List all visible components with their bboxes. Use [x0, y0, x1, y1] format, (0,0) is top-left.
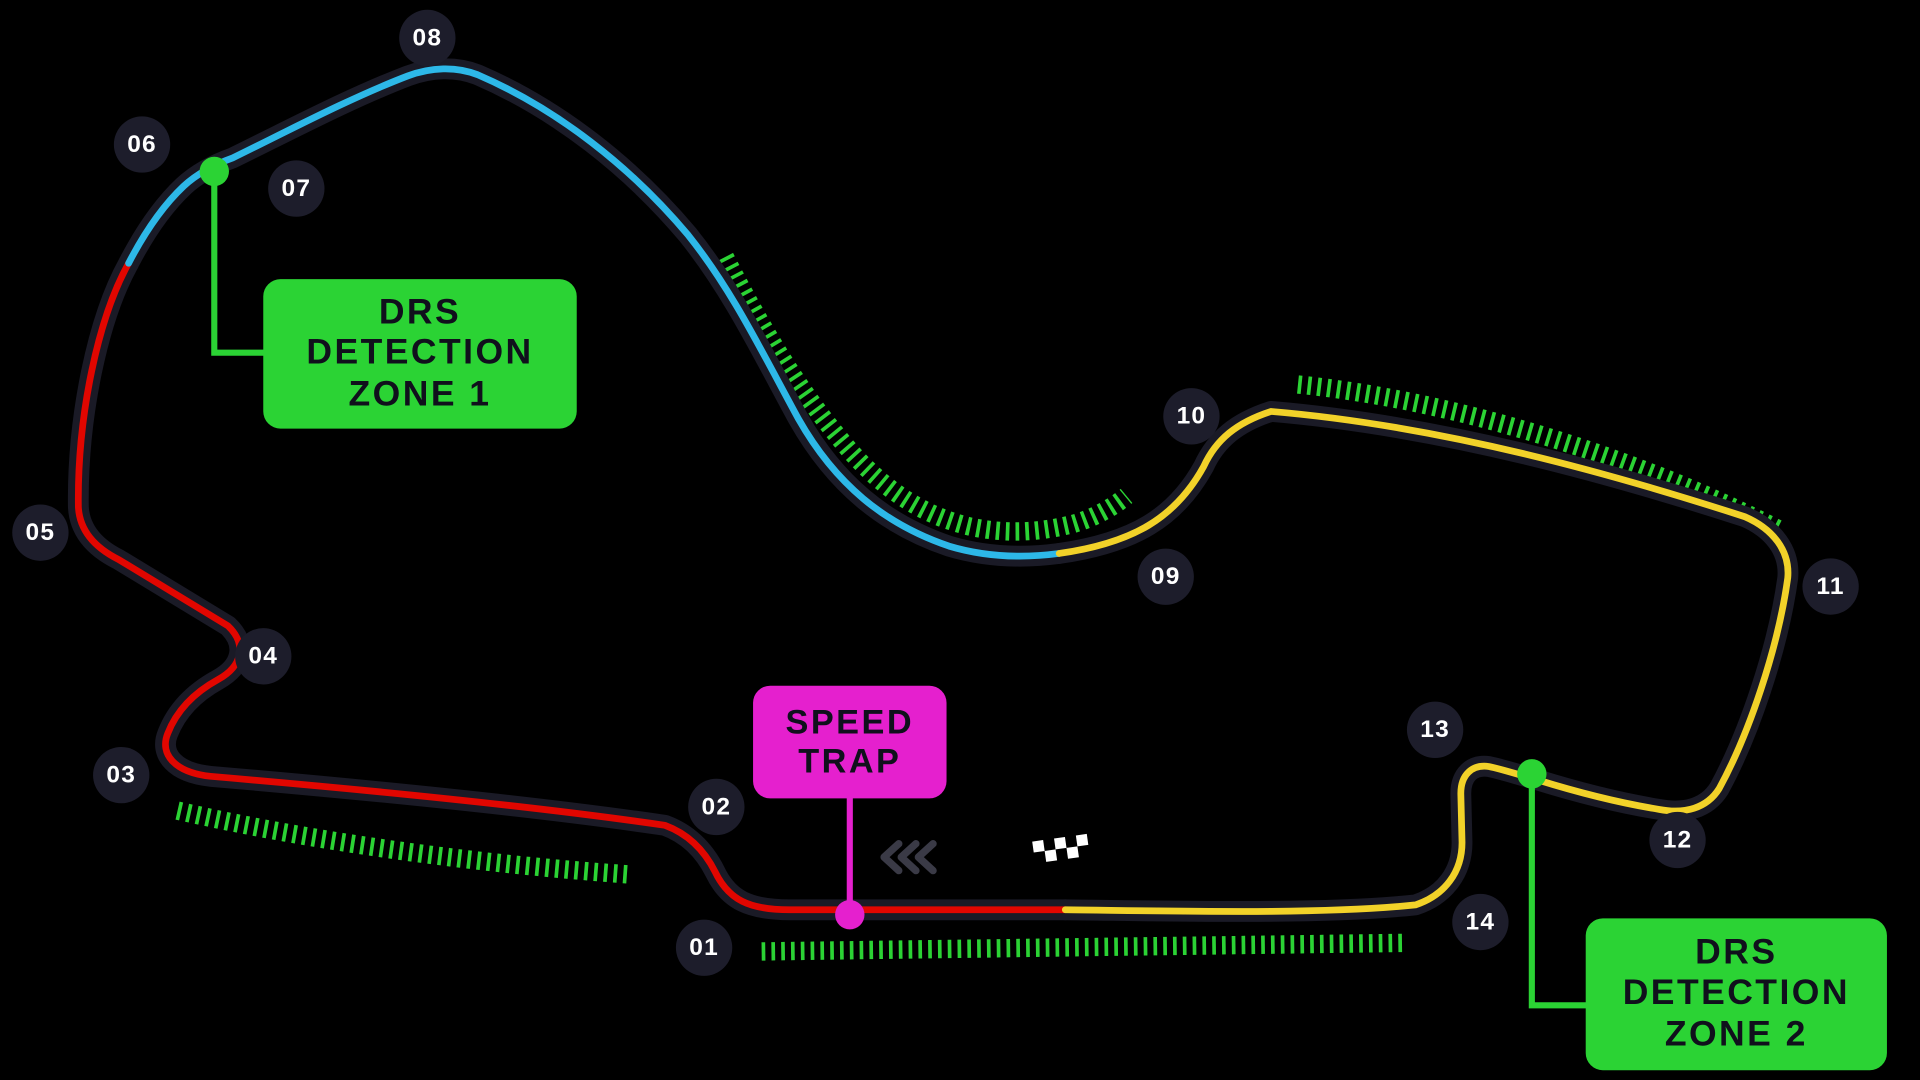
sector-1-line	[74, 259, 1069, 914]
drs-detection-dot-1	[199, 156, 229, 187]
chevron-left-icon	[914, 840, 937, 875]
checkered-flag-icon	[1032, 833, 1089, 862]
corner-marker-06: 06	[113, 116, 171, 173]
drs-zone-2-line-3: ZONE 2	[1664, 1014, 1808, 1054]
drs-detection-zone-1-label: DRS DETECTION ZONE 1	[263, 279, 577, 429]
speed-trap-line-2: TRAP	[798, 742, 902, 781]
corner-marker-11: 11	[1802, 558, 1859, 615]
drs-detection-dot-2	[1517, 759, 1547, 789]
sector-3-line	[1055, 408, 1792, 915]
corner-marker-04: 04	[235, 628, 292, 685]
speed-trap-label: SPEED TRAP	[753, 685, 947, 799]
direction-chevrons-icon	[880, 840, 937, 875]
speed-trap-line-1: SPEED	[785, 702, 915, 741]
corner-marker-03: 03	[93, 746, 150, 804]
drs-zone-2-connector	[1528, 773, 1587, 1009]
chevron-left-icon	[897, 840, 920, 875]
drs-zone-1-line-2: DETECTION	[306, 333, 534, 373]
corner-marker-14: 14	[1452, 893, 1509, 951]
corner-marker-02: 02	[688, 778, 745, 836]
drs-zone-1-connector	[211, 171, 265, 356]
corner-marker-12: 12	[1649, 811, 1706, 869]
corner-marker-05: 05	[12, 504, 69, 561]
drs-zone-1-line-3: ZONE 1	[348, 374, 492, 414]
corner-marker-09: 09	[1137, 548, 1194, 605]
drs-detection-zone-2-label: DRS DETECTION ZONE 2	[1585, 918, 1887, 1071]
drs-zone-2-line-2: DETECTION	[1622, 973, 1850, 1014]
chevron-left-icon	[880, 840, 903, 875]
corner-marker-01: 01	[675, 919, 733, 976]
corner-marker-07: 07	[268, 160, 325, 217]
drs-band-arc	[716, 252, 1133, 541]
drs-band-start-straight	[761, 933, 1406, 961]
speed-trap-dot	[835, 900, 865, 930]
drs-zone-2-line-1: DRS	[1695, 933, 1778, 973]
corner-marker-10: 10	[1163, 388, 1220, 445]
corner-marker-08: 08	[399, 9, 456, 67]
corner-marker-13: 13	[1406, 701, 1464, 758]
drs-zone-1-line-1: DRS	[378, 292, 462, 332]
